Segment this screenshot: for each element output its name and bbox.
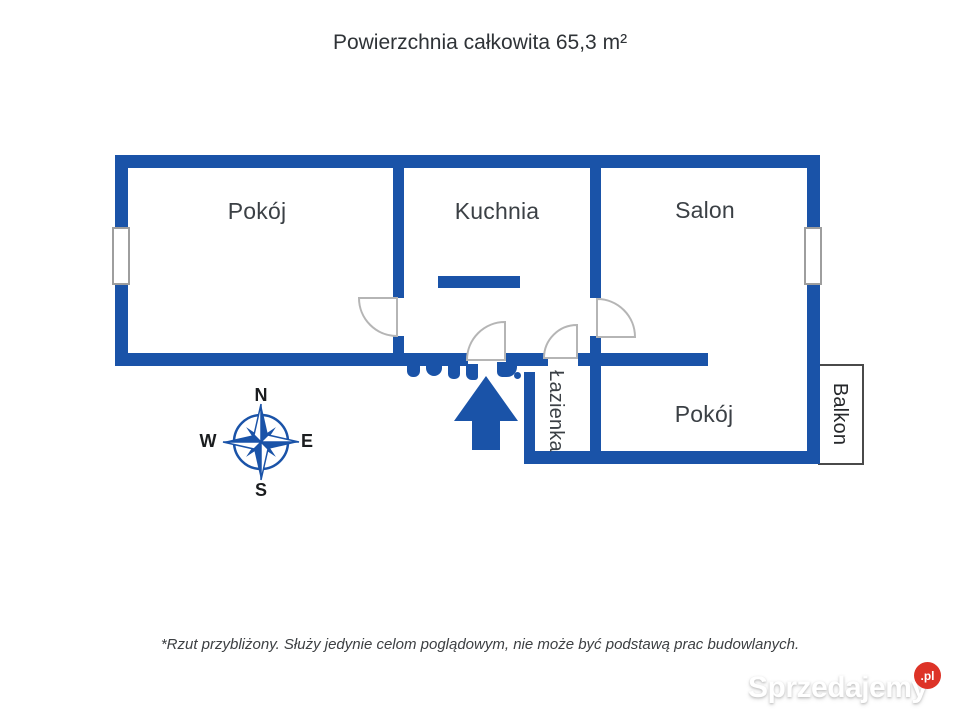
site-logo: Sprzedajemy xyxy=(748,671,928,704)
room-label-pokoj-1: Pokój xyxy=(227,198,287,224)
door-swing-icon xyxy=(357,297,398,338)
disclaimer-text: *Rzut przybliżony. Służy jedynie celom p… xyxy=(160,636,800,653)
room-label-kuchnia: Kuchnia xyxy=(454,198,540,224)
entrance-arrow-icon xyxy=(454,376,518,450)
room-label-lazienka: Łazienka xyxy=(545,370,567,452)
window-symbol-right xyxy=(804,227,822,285)
wall-kitchen-salon-lower xyxy=(590,336,601,464)
wall-kitchen-salon-upper xyxy=(590,168,601,298)
wall-bottom-upper-right xyxy=(578,353,708,366)
wall-left-lower xyxy=(115,285,128,366)
compass-west-label: W xyxy=(199,431,217,451)
door-swing-icon xyxy=(465,320,506,361)
door-swing-icon xyxy=(542,323,578,359)
window-symbol-left xyxy=(112,227,130,285)
kitchen-counter xyxy=(438,276,520,288)
page-title: Powierzchnia całkowita 65,3 m² xyxy=(332,31,628,54)
room-label-salon: Salon xyxy=(675,197,735,223)
wall-right-lower xyxy=(807,285,820,464)
room-label-balkon: Balkon xyxy=(829,382,851,446)
wall-bottom-upper-left xyxy=(115,353,468,366)
wall-right-upper xyxy=(807,162,820,228)
site-logo-pl-badge: .pl xyxy=(914,662,941,689)
compass-east-label: E xyxy=(300,431,313,451)
wall-top xyxy=(115,155,820,168)
compass-south-label: S xyxy=(254,480,267,500)
compass-north-label: N xyxy=(254,385,268,405)
balcony-box xyxy=(818,364,864,465)
wall-room1-kitchen-upper xyxy=(393,168,404,298)
door-swing-icon xyxy=(596,297,637,338)
wall-left-upper xyxy=(115,162,128,228)
wall-room1-kitchen-stub xyxy=(393,336,404,366)
room-label-pokoj-2: Pokój xyxy=(674,401,734,427)
wall-bathroom-left xyxy=(524,372,535,464)
wall-bottom-lower xyxy=(524,451,820,464)
wall-bottom-upper-mid xyxy=(506,353,548,366)
